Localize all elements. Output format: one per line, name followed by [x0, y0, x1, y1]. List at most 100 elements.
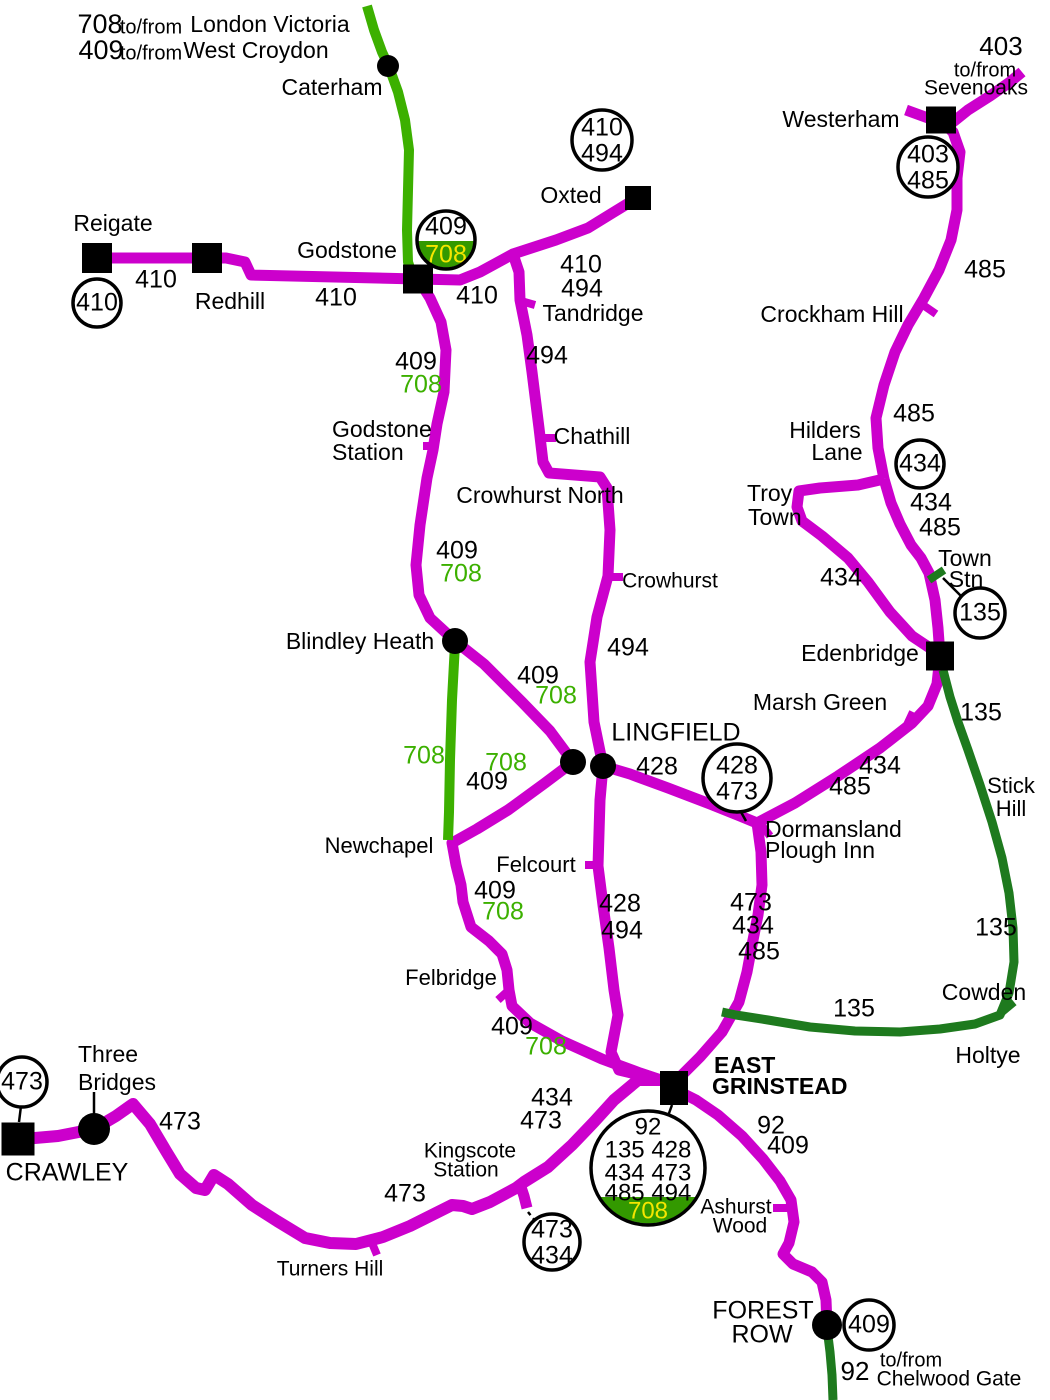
route-badge-135-town-stn: 135	[953, 586, 1007, 640]
route-485-hilders-edenbridge	[878, 477, 946, 657]
map-label-place-godstone-station-2: Station	[332, 439, 404, 465]
route-badge-409-forest-row: 409	[842, 1298, 896, 1352]
map-label-num-410-a: 410	[135, 266, 177, 294]
map-label-terminus-409: 409	[78, 35, 123, 65]
map-label-num-473-a: 473	[520, 1107, 562, 1135]
map-label-place-east: EAST	[714, 1052, 775, 1078]
map-label-place-holtye: Holtye	[955, 1042, 1020, 1068]
map-label-place-felbridge: Felbridge	[405, 965, 497, 990]
map-label-num-485-a: 485	[964, 256, 1006, 284]
map-label-place-marsh-green: Marsh Green	[753, 689, 887, 715]
route-92-409-east-grinstead-forest-row	[673, 1085, 833, 1326]
route-badge-number: 410	[76, 289, 118, 317]
station-square-edenbridge	[926, 641, 954, 671]
map-label-place-stick-hill: Hill	[996, 796, 1027, 821]
map-label-num-708-a: 708	[400, 371, 442, 399]
route-473-dormansland-east-grinstead	[678, 822, 768, 1079]
map-label-place-edenbridge: Edenbridge	[801, 640, 919, 666]
map-label-place-redhill: Redhill	[195, 288, 265, 314]
map-label-num-473-d: 473	[384, 1180, 426, 1208]
route-badge-434-hilders-lane: 434	[894, 438, 946, 490]
route-badge-number: 92	[635, 1113, 662, 1140]
route-badge-number: 494	[581, 140, 623, 168]
station-dot-lingfield-east	[590, 753, 616, 779]
map-label-place-hilders: Hilders	[789, 417, 861, 443]
tick-marsh-green	[902, 710, 917, 729]
route-409-blindley-heath-lingfield	[451, 636, 578, 766]
route-409-lingfield-newchapel-east-grinstead	[446, 757, 666, 1087]
map-label-place-dormansland: Dormansland	[765, 816, 902, 842]
map-label-num-92-a: 92	[757, 1112, 785, 1140]
station-dot-blindley-heath	[442, 628, 468, 654]
route-410-godstone-oxted	[417, 193, 640, 286]
map-label-num-708-b: 708	[535, 682, 577, 710]
route-badge-410-reigate: 410	[71, 277, 123, 329]
map-label-place-newchapel: Newchapel	[325, 833, 434, 858]
map-label-num-409-c: 409	[436, 537, 478, 565]
route-badge-number: 409	[425, 213, 467, 241]
route-badge-number: 403	[907, 141, 949, 169]
map-label-num-708-g: 708	[525, 1033, 567, 1061]
station-square-redhill	[192, 243, 222, 273]
map-label-place-crawley: CRAWLEY	[6, 1159, 129, 1187]
map-label-num-485-d: 485	[829, 773, 871, 801]
map-label-num-428-b: 428	[599, 890, 641, 918]
map-label-place-lingfield: LINGFIELD	[611, 719, 740, 747]
map-label-place-stick: Stick	[987, 773, 1036, 798]
route-428-dormansland-edenbridge	[754, 655, 946, 828]
route-badge-number: 473	[1, 1068, 43, 1096]
map-label-num-708-e: 708	[485, 749, 527, 777]
tick-felbridge	[495, 987, 512, 1003]
map-label-place-crowhurst: Crowhurst	[622, 570, 718, 593]
route-410-reigate-godstone	[82, 252, 419, 285]
map-label-place-town-stn: Stn	[949, 566, 984, 592]
map-label-terminus-708: 708	[77, 9, 122, 39]
map-label-place-east-grinstead: GRINSTEAD	[712, 1073, 847, 1099]
map-label-num-708-d: 708	[403, 742, 445, 770]
map-label-terminus-403-dest: Sevenoaks	[924, 77, 1028, 100]
tick-turners-hill	[368, 1241, 381, 1257]
map-label-place-felcourt: Felcourt	[496, 852, 575, 877]
tick-tandridge	[519, 297, 537, 309]
route-badge-473-crawley: 473	[0, 1055, 49, 1109]
map-label-num-494-c: 494	[607, 634, 649, 662]
route-92-forest-row-chelwood-gate	[822, 1327, 838, 1400]
map-label-num-494-a: 494	[561, 275, 603, 303]
map-label-terminus-708-tofrom: to/from	[120, 16, 182, 38]
map-label-num-410-b: 410	[315, 284, 357, 312]
route-badge-number: 485	[907, 167, 949, 195]
map-label-terminus-409-dest: West Croydon	[183, 37, 328, 63]
map-label-num-409-e: 409	[474, 877, 516, 905]
map-label-place-ashurst-wood: Wood	[713, 1215, 767, 1238]
map-label-num-409-g: 409	[767, 1132, 809, 1160]
map-label-num-708-f: 708	[482, 898, 524, 926]
map-label-num-494-b: 494	[526, 342, 568, 370]
map-label-terminus-403: 403	[979, 31, 1022, 61]
tick-crockham-hill	[920, 301, 939, 318]
map-label-place-plough-inn: Plough Inn	[765, 837, 875, 863]
map-label-place-turners-hill: Turners Hill	[277, 1258, 384, 1281]
route-485-hilders-lane-westerham	[870, 117, 966, 481]
station-dot-lingfield-west	[560, 749, 586, 775]
map-label-place-reigate: Reigate	[73, 210, 152, 236]
connector-dormansland-badge	[739, 811, 748, 822]
map-label-place-tandridge: Tandridge	[542, 300, 643, 326]
route-badge-number: 410	[581, 114, 623, 142]
map-label-num-434-a: 434	[910, 489, 952, 517]
station-dot-caterham	[377, 55, 399, 77]
station-square-westerham	[926, 106, 956, 134]
route-708-blindley-heath-newchapel	[443, 643, 460, 841]
map-label-place-cowden: Cowden	[942, 979, 1026, 1005]
map-label-num-135-c: 135	[975, 914, 1017, 942]
map-label-terminus-92: 92	[841, 1356, 870, 1386]
map-label-place-westerham: Westerham	[782, 106, 899, 132]
map-label-num-473-c: 473	[159, 1108, 201, 1136]
map-label-place-blindley-heath: Blindley Heath	[286, 628, 434, 654]
map-label-num-708-c: 708	[440, 560, 482, 588]
map-label-place-forest-row: ROW	[731, 1321, 793, 1349]
